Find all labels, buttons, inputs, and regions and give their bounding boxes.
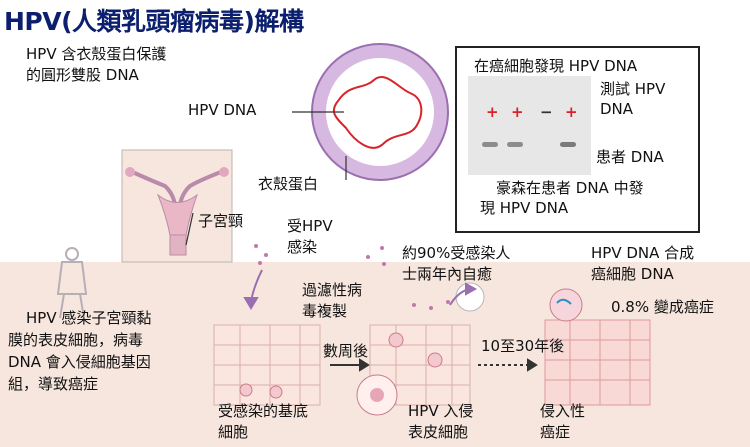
basal-cell-label: 細胞	[218, 423, 249, 441]
gel-band	[560, 142, 576, 147]
cell-layer-cancer	[544, 288, 651, 406]
years-later-label: 10至30年後	[481, 337, 565, 355]
gel-sign: −	[540, 103, 553, 121]
self-heal-label: 約90%受感染人	[402, 244, 511, 262]
infection-description: HPV 感染子宮頸黏	[26, 309, 152, 327]
capsid-protein-label: 衣殼蛋白	[258, 175, 319, 193]
gel-patient-label: 患者 DNA	[596, 148, 664, 166]
infection-description: DNA 會入侵細胞基因	[8, 353, 151, 371]
gel-sign: +	[565, 103, 578, 121]
infected-label: 感染	[287, 238, 318, 256]
basal-cell-label: 受感染的基底	[218, 402, 309, 420]
infection-description: 膜的表皮細胞，病毒	[8, 331, 144, 349]
gel-sign: +	[511, 103, 524, 121]
page-title: HPV(人類乳頭瘤病毒)解構	[4, 7, 304, 36]
invasive-cancer-label: 癌症	[540, 423, 571, 441]
capsid-description: 的圓形雙股 DNA	[26, 66, 139, 84]
virus-dots	[254, 244, 450, 310]
cell-layer-basal	[213, 324, 321, 406]
dna-merge-label: HPV DNA 合成	[591, 244, 695, 262]
hpv-invade-label: 表皮細胞	[408, 423, 469, 441]
invasive-cancer-label: 侵入性	[540, 402, 586, 420]
arrow-days	[330, 358, 370, 372]
gel-strip	[468, 76, 591, 175]
capsid-description: HPV 含衣殼蛋白保護	[26, 45, 167, 63]
uterus-illustration	[121, 149, 233, 263]
infection-description: 組，導致癌症	[8, 375, 99, 393]
filter-virus-label: 毒複製	[302, 302, 348, 320]
filter-virus-label: 過濾性病	[302, 281, 363, 299]
gel-band	[482, 142, 498, 147]
self-heal-label: 士兩年內自癒	[402, 265, 493, 283]
gel-band	[507, 142, 523, 147]
cervix-leader	[185, 212, 194, 246]
hpv-dna-label: HPV DNA	[188, 101, 257, 119]
gel-result-line-1: 豪森在患者 DNA 中發	[496, 179, 644, 197]
gel-test-label-2: DNA	[600, 100, 634, 118]
gel-test-label-1: 測試 HPV	[600, 80, 666, 98]
arrow-infection	[243, 269, 263, 310]
gel-found-label: 在癌細胞發現 HPV DNA	[474, 57, 638, 75]
arrow-years	[478, 358, 538, 372]
cancer-rate-label: 0.8% 變成癌症	[611, 298, 714, 316]
days-later-label: 數周後	[323, 342, 369, 360]
gel-sign: +	[486, 103, 499, 121]
infected-label: 受HPV	[287, 217, 333, 235]
cervix-label: 子宮頸	[198, 212, 244, 230]
body-silhouette	[56, 247, 88, 319]
dna-merge-label: 癌細胞 DNA	[591, 265, 674, 283]
gel-result-line-2: 現 HPV DNA	[480, 199, 569, 217]
hpv-invade-label: HPV 入侵	[408, 402, 474, 420]
arrow-recover	[449, 282, 478, 306]
virus-illustration	[311, 43, 449, 181]
